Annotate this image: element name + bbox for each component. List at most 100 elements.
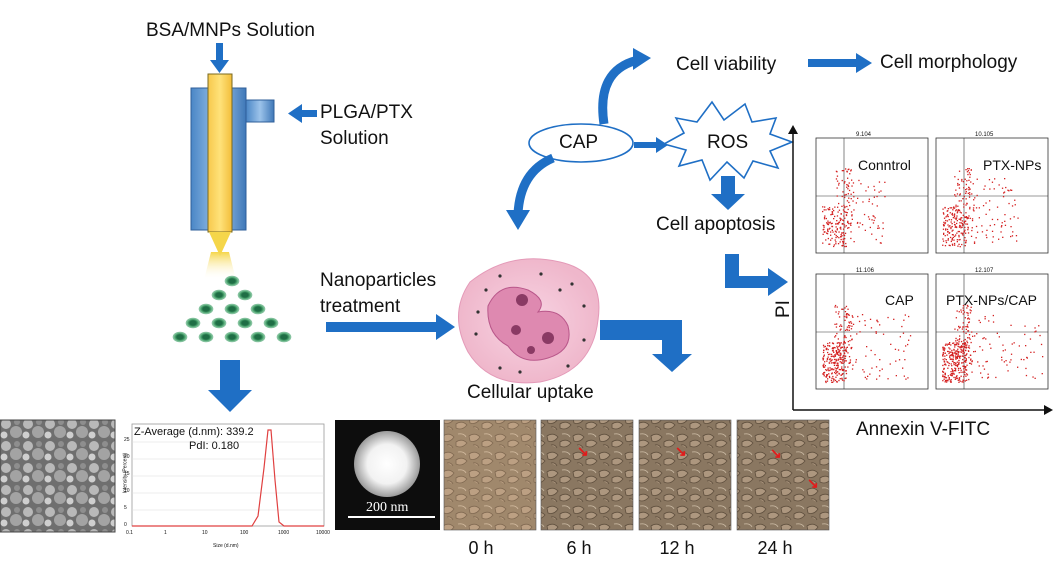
flow-event-dot — [838, 209, 841, 211]
flow-event-dot — [846, 186, 848, 188]
flow-event-dot — [831, 225, 833, 228]
flow-event-dot — [904, 314, 906, 316]
flow-event-dot — [965, 216, 968, 218]
flow-event-dot — [950, 380, 952, 382]
flow-cytometry-panel — [815, 137, 929, 254]
flow-panel-label-ptx-nps: PTX-NPs — [983, 157, 1042, 173]
flow-event-dot — [877, 321, 879, 323]
flow-event-dot — [957, 211, 959, 213]
flow-event-dot — [965, 344, 967, 347]
flow-event-dot — [833, 245, 835, 248]
flow-event-dot — [962, 346, 964, 348]
flow-event-dot — [839, 343, 841, 345]
flow-event-dot — [956, 364, 959, 366]
flow-event-dot — [845, 225, 847, 227]
flow-event-dot — [965, 212, 967, 214]
flow-event-dot — [834, 347, 836, 349]
flow-event-dot — [958, 226, 961, 228]
flow-event-dot — [862, 369, 864, 371]
flow-event-dot — [953, 373, 955, 375]
flow-event-dot — [961, 220, 964, 222]
flow-event-dot — [960, 232, 962, 234]
flow-event-dot — [830, 353, 833, 355]
flow-event-dot — [843, 341, 845, 343]
flow-event-dot — [970, 341, 972, 344]
flow-event-dot — [952, 244, 954, 246]
flow-event-dot — [835, 223, 837, 225]
dls-x-tick: 1000 — [278, 530, 290, 536]
flow-event-dot — [951, 234, 954, 236]
flow-event-dot — [895, 375, 897, 377]
flow-event-dot — [957, 369, 960, 371]
flow-event-dot — [953, 221, 956, 223]
flow-event-dot — [958, 362, 960, 364]
flow-event-dot — [945, 228, 947, 230]
flow-event-dot — [827, 367, 829, 369]
flow-event-dot — [835, 358, 837, 361]
flow-event-dot — [951, 213, 953, 216]
arrow-ros-apoptosis — [711, 176, 745, 210]
flow-event-dot — [956, 365, 959, 367]
flow-event-dot — [942, 375, 944, 378]
flow-event-dot — [946, 215, 948, 217]
flow-event-dot — [965, 191, 967, 193]
flow-event-dot — [949, 212, 951, 214]
flow-event-dot — [966, 342, 969, 344]
flow-event-dot — [953, 349, 955, 351]
flow-event-dot — [840, 234, 842, 236]
flow-event-dot — [846, 329, 849, 331]
flow-event-dot — [951, 365, 953, 367]
flow-event-dot — [841, 308, 843, 310]
flow-event-dot — [958, 378, 961, 380]
flow-event-dot — [970, 310, 972, 312]
flow-event-dot — [835, 231, 837, 233]
flow-event-dot — [955, 362, 957, 364]
flow-event-dot — [1030, 351, 1032, 353]
flow-event-dot — [958, 339, 960, 341]
flow-event-dot — [823, 371, 826, 374]
flow-event-dot — [961, 362, 963, 364]
flow-event-dot — [955, 226, 957, 228]
flow-event-dot — [845, 360, 847, 362]
flow-event-dot — [985, 338, 987, 340]
flow-event-dot — [872, 222, 875, 224]
flow-event-dot — [834, 233, 836, 235]
flow-event-dot — [953, 242, 956, 245]
flow-event-dot — [942, 374, 944, 376]
flow-event-dot — [877, 227, 879, 229]
flow-event-dot — [822, 373, 824, 375]
flow-event-dot — [870, 349, 872, 352]
flow-event-dot — [876, 378, 878, 380]
flow-event-dot — [952, 234, 954, 236]
flow-event-dot — [950, 381, 952, 383]
flow-event-dot — [849, 204, 851, 207]
flow-event-dot — [850, 224, 852, 226]
flow-event-dot — [989, 343, 991, 345]
flow-event-dot — [963, 370, 965, 372]
flow-event-dot — [964, 367, 966, 369]
flow-event-dot — [958, 209, 960, 211]
flow-event-dot — [828, 222, 831, 224]
flow-event-dot — [844, 319, 846, 321]
flow-event-dot — [942, 371, 944, 373]
flow-event-dot — [840, 374, 843, 376]
flow-event-dot — [851, 346, 853, 349]
flow-event-dot — [843, 240, 845, 243]
nanoparticle — [185, 317, 201, 329]
flow-event-dot — [884, 181, 886, 183]
timelapse-images: ↘↘↘↘ — [443, 419, 830, 531]
flow-event-dot — [960, 351, 962, 353]
flow-event-dot — [833, 369, 835, 371]
flow-event-dot — [963, 221, 965, 223]
flow-event-dot — [965, 232, 967, 234]
flow-event-dot — [835, 350, 838, 353]
flow-event-dot — [1041, 373, 1043, 375]
ros-label: ROS — [707, 132, 749, 153]
flow-event-dot — [850, 328, 853, 330]
flow-event-dot — [967, 318, 969, 320]
flow-event-dot — [997, 218, 999, 221]
flow-event-dot — [985, 202, 987, 204]
flow-event-dot — [836, 362, 838, 364]
flow-event-dot — [959, 246, 961, 248]
flow-event-dot — [848, 197, 850, 199]
